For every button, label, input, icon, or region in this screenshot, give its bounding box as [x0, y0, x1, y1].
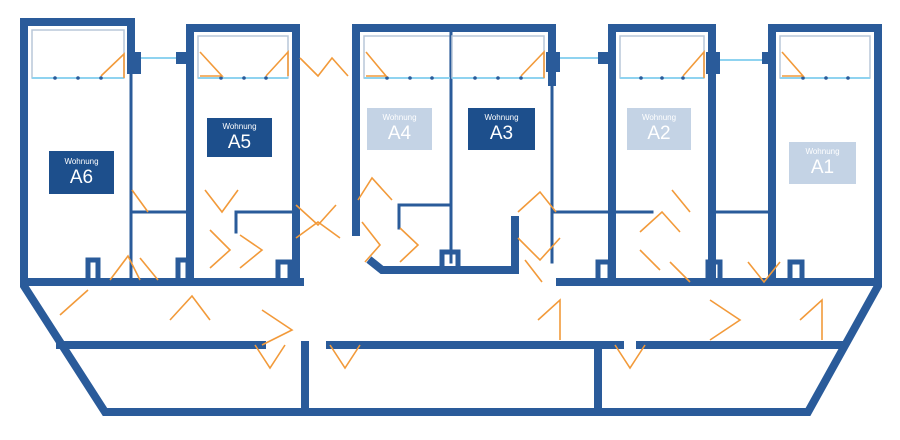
unit-a1-window: [780, 51, 870, 80]
unit-caption: Wohnung: [484, 113, 519, 122]
balcony-connector-a2-a1: [706, 52, 776, 74]
unit-caption: Wohnung: [382, 113, 417, 122]
unit-a2-walls: [595, 24, 774, 286]
unit-a4-walls: [352, 24, 519, 274]
unit-label-a2[interactable]: Wohnung A2: [627, 108, 691, 150]
unit-code: A6: [69, 166, 94, 188]
unit-code: A1: [810, 157, 835, 178]
outer-walls: [20, 264, 882, 416]
unit-code: A5: [227, 131, 252, 153]
balcony-connector-a3-a2: [546, 52, 612, 72]
unit-label-a4[interactable]: Wohnung A4: [367, 108, 432, 150]
unit-label-a1[interactable]: Wohnung A1: [789, 142, 856, 184]
unit-code: A4: [387, 123, 412, 144]
unit-label-a5[interactable]: Wohnung A5: [207, 118, 272, 157]
unit-code: A3: [489, 123, 514, 144]
unit-caption: Wohnung: [222, 121, 257, 131]
unit-a2-window: [620, 49, 705, 80]
unit-code: A2: [647, 123, 671, 144]
unit-a4-window: [364, 51, 450, 80]
unit-caption: Wohnung: [641, 113, 677, 122]
unit-caption: Wohnung: [805, 147, 840, 156]
unit-a3-window: [452, 50, 545, 80]
unit-label-a3[interactable]: Wohnung A3: [468, 108, 535, 150]
unit-label-a6[interactable]: Wohnung A6: [49, 151, 114, 194]
unit-a6-window: [32, 52, 125, 80]
unit-a5-window: [198, 49, 289, 80]
unit-caption: Wohnung: [64, 156, 99, 166]
balcony-connector-a6-a5: [127, 52, 190, 74]
door-swings: [59, 56, 823, 370]
